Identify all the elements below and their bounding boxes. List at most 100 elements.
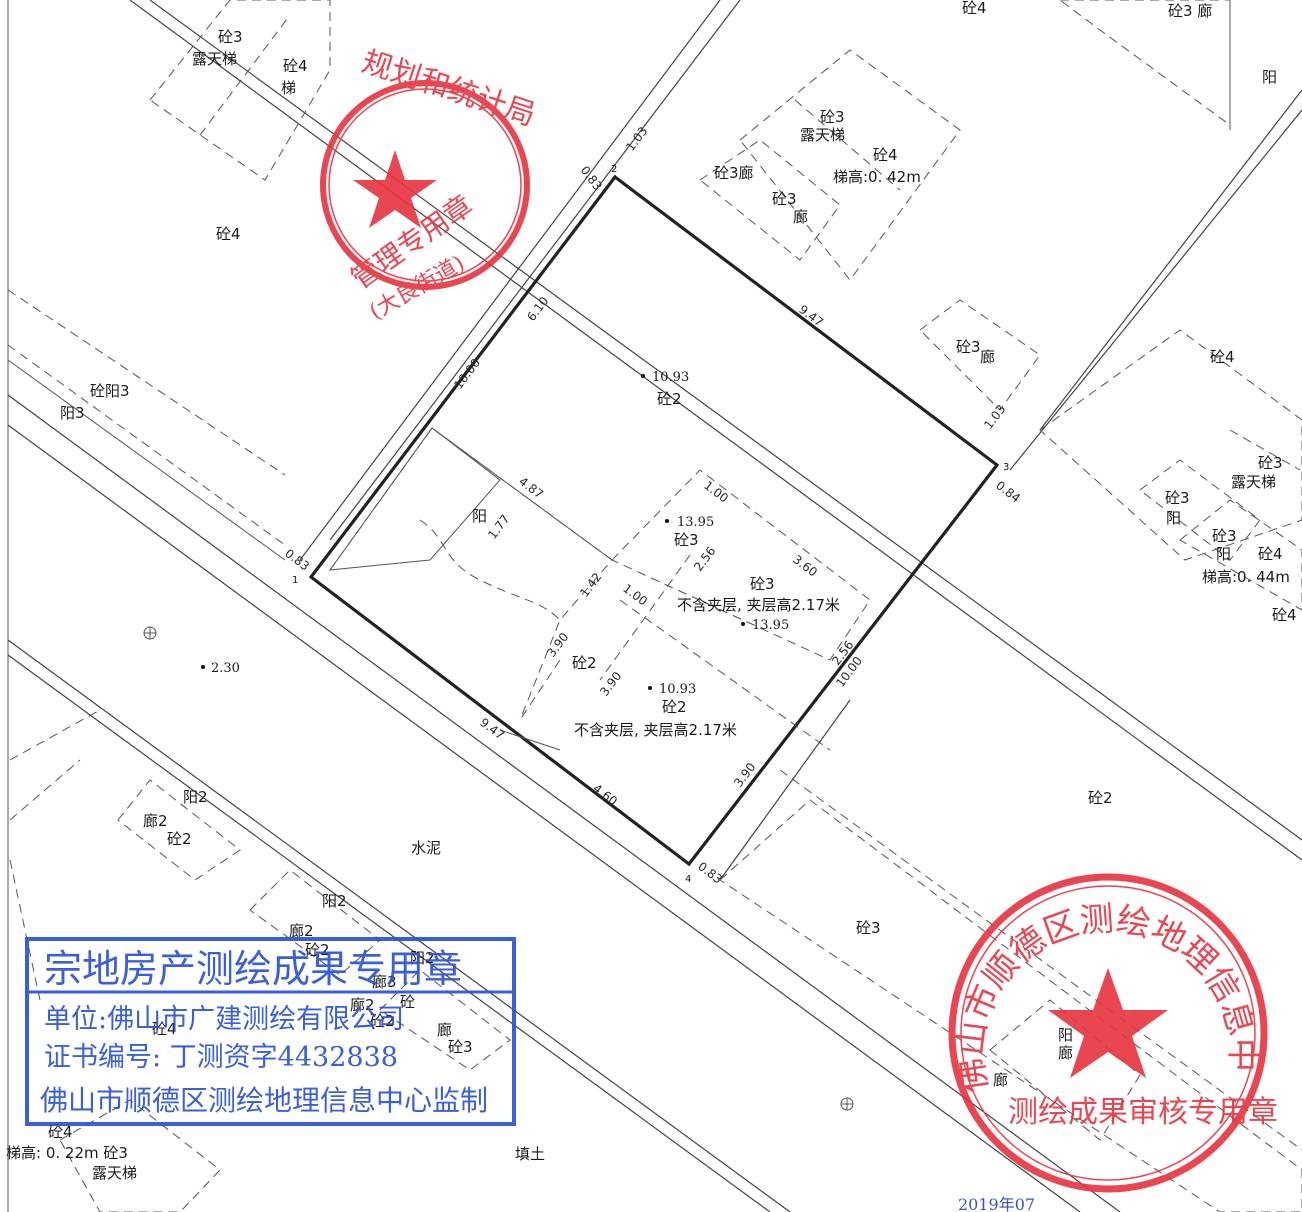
label-tl-2: 露天梯 <box>192 50 237 68</box>
label-e-3: 露天梯 <box>1231 473 1276 491</box>
elev-main: 10.93 <box>652 370 689 385</box>
dim-inner-390a: 3.90 <box>544 630 571 660</box>
dim-off-084: 0.84 <box>993 478 1023 505</box>
label-sw-3: 砼2 <box>167 830 192 848</box>
label-ne-2: 廊 <box>980 348 995 366</box>
label-n-6: 砼3 <box>772 190 797 208</box>
dim-side-34-b: 3.90 <box>731 760 758 790</box>
label-tl-4: 梯 <box>281 79 296 97</box>
map-linework <box>7 0 1302 1212</box>
label-sw-9: 廊2 <box>350 996 375 1014</box>
parcel-texts: 1 2 3 4 10.00 6.10 9.47 10.00 2.56 3.90 … <box>201 124 1023 886</box>
label-sw-8: 廊3 <box>372 973 397 991</box>
label-n-4: 梯高:0. 42m <box>833 168 921 186</box>
yard-boundary <box>329 427 613 721</box>
label-ne-1: 砼3 <box>956 338 981 356</box>
label-e-1: 砼4 <box>1210 348 1235 366</box>
dim-side-12-part: 6.10 <box>524 294 551 324</box>
label-n-7: 廊 <box>793 208 808 226</box>
stamp-star-icon <box>353 150 437 228</box>
label-n-3: 砼4 <box>873 146 898 164</box>
label-sw-5: 廊2 <box>289 922 314 940</box>
stamp-star-icon-2 <box>1048 968 1168 1078</box>
dim-inner-142: 1.42 <box>577 570 604 600</box>
label-sw-1: 阳2 <box>183 788 208 806</box>
point-2: 2 <box>611 164 617 175</box>
dim-inner-177: 1.77 <box>485 512 512 542</box>
label-right-block: 砼3 <box>750 575 775 593</box>
label-tl-5: 砼4 <box>216 225 241 243</box>
label-se-1: 砼2 <box>1088 789 1113 807</box>
label-lower-block: 砼2 <box>662 698 687 716</box>
dim-inner-390b: 3.90 <box>597 669 624 699</box>
label-tl-1: 砼3 <box>218 28 243 46</box>
label-top-1: 砼4 <box>962 0 987 17</box>
label-sw-11: 砼4 <box>152 1020 177 1038</box>
label-sw-2: 廊2 <box>143 812 168 830</box>
label-top-2: 砼3 廊 <box>1168 2 1212 20</box>
dim-inner-360: 3.60 <box>790 552 820 579</box>
label-se-3: 阳 <box>1058 1026 1073 1044</box>
stamp-survey-bottom: 测绘成果审核专用章 <box>1008 1095 1278 1130</box>
label-e-5: 阳 <box>1166 509 1181 527</box>
surrounding-labels: 砼3 露天梯 砼4 梯 砼4 砼4 砼3 廊 阳 砼3 露天梯 砼4 梯高:0.… <box>6 0 1297 1212</box>
point-1: 1 <box>292 575 298 586</box>
elev-right: 13.95 <box>752 618 789 633</box>
stamp-blue-supervisor: 佛山市顺德区测绘地理信息中心监制 <box>40 1084 488 1117</box>
label-main: 砼2 <box>657 390 682 408</box>
label-e-6: 砼3 <box>1212 527 1237 545</box>
label-n-2: 露天梯 <box>800 126 845 144</box>
dim-inner-487: 4.87 <box>516 474 546 501</box>
dim-inner-100a: 1.00 <box>701 478 731 505</box>
label-e-7: 阳 <box>1216 545 1231 563</box>
label-lower-note: 不含夹层, 夹层高2.17米 <box>574 721 737 739</box>
label-sw-12: 砼 <box>400 993 415 1011</box>
label-yard: 阳 <box>472 507 487 525</box>
label-e-4: 砼3 <box>1165 489 1190 507</box>
label-se-4: 廊 <box>1058 1044 1073 1062</box>
stamp-blue-unit: 单位:佛山市广建测绘有限公司 <box>44 1004 404 1035</box>
elev-mid: 13.95 <box>677 515 714 530</box>
date-partial: 2019年07 <box>958 1195 1035 1212</box>
label-sw-13: 廊 <box>437 1021 452 1039</box>
label-e-10: 砼4 <box>1272 606 1297 624</box>
label-e-8: 砼4 <box>1258 545 1283 563</box>
label-bl-1: 砼4 <box>48 1123 73 1141</box>
label-w-1: 砼阳3 <box>90 382 130 400</box>
label-sw-7: 阳2 <box>410 949 435 967</box>
point-4: 4 <box>685 874 691 885</box>
label-lower-left: 砼2 <box>572 654 597 672</box>
label-n-5: 砼3廊 <box>714 164 754 182</box>
elev-road: 2.30 <box>211 661 240 676</box>
label-tl-3: 砼4 <box>283 57 308 75</box>
label-top-3: 阳 <box>1262 68 1277 86</box>
label-bl-3: 露天梯 <box>92 1164 137 1182</box>
dim-side-41: 9.47 <box>477 715 507 742</box>
stamp-blue-box: 宗地房产测绘成果专用章 单位:佛山市广建测绘有限公司 证书编号: 丁测资字443… <box>25 937 516 1126</box>
label-right-note: 不含夹层, 夹层高2.17米 <box>677 596 840 614</box>
stamp-blue-title: 宗地房产测绘成果专用章 <box>44 947 462 991</box>
dim-off-083-a: 0.83 <box>578 163 605 193</box>
label-se-5: 廊 <box>993 1071 1008 1089</box>
label-bl-2: 梯高: 0. 22m 砼3 <box>6 1144 128 1162</box>
stamp-blue-cert: 证书编号: 丁测资字4432838 <box>44 1042 398 1073</box>
stamp-survey-arc: 佛山市顺德区测绘地理信息中心 <box>0 0 1262 1095</box>
label-w-2: 阳3 <box>60 404 85 422</box>
label-e-2: 砼3 <box>1258 454 1283 472</box>
label-e-9: 梯高:0. 44m <box>1202 568 1290 586</box>
label-road: 水泥 <box>411 839 441 857</box>
dim-side-41-part: 4.60 <box>590 781 620 808</box>
label-sw-10: 砼2 <box>370 1012 395 1030</box>
parcel <box>308 174 1000 867</box>
label-sw-6: 砼2 <box>305 941 330 959</box>
parcel-boundary <box>308 174 1000 867</box>
label-sw-4: 阳2 <box>322 892 347 910</box>
mid-block <box>611 469 871 661</box>
label-n-1: 砼3 <box>820 108 845 126</box>
dim-inner-100b: 1.00 <box>620 581 650 608</box>
label-se-2: 砼3 <box>856 919 881 937</box>
dim-off-083-c: 0.83 <box>695 859 725 886</box>
dim-off-103-b: 1.03 <box>981 402 1008 432</box>
label-mid: 砼3 <box>674 531 699 549</box>
